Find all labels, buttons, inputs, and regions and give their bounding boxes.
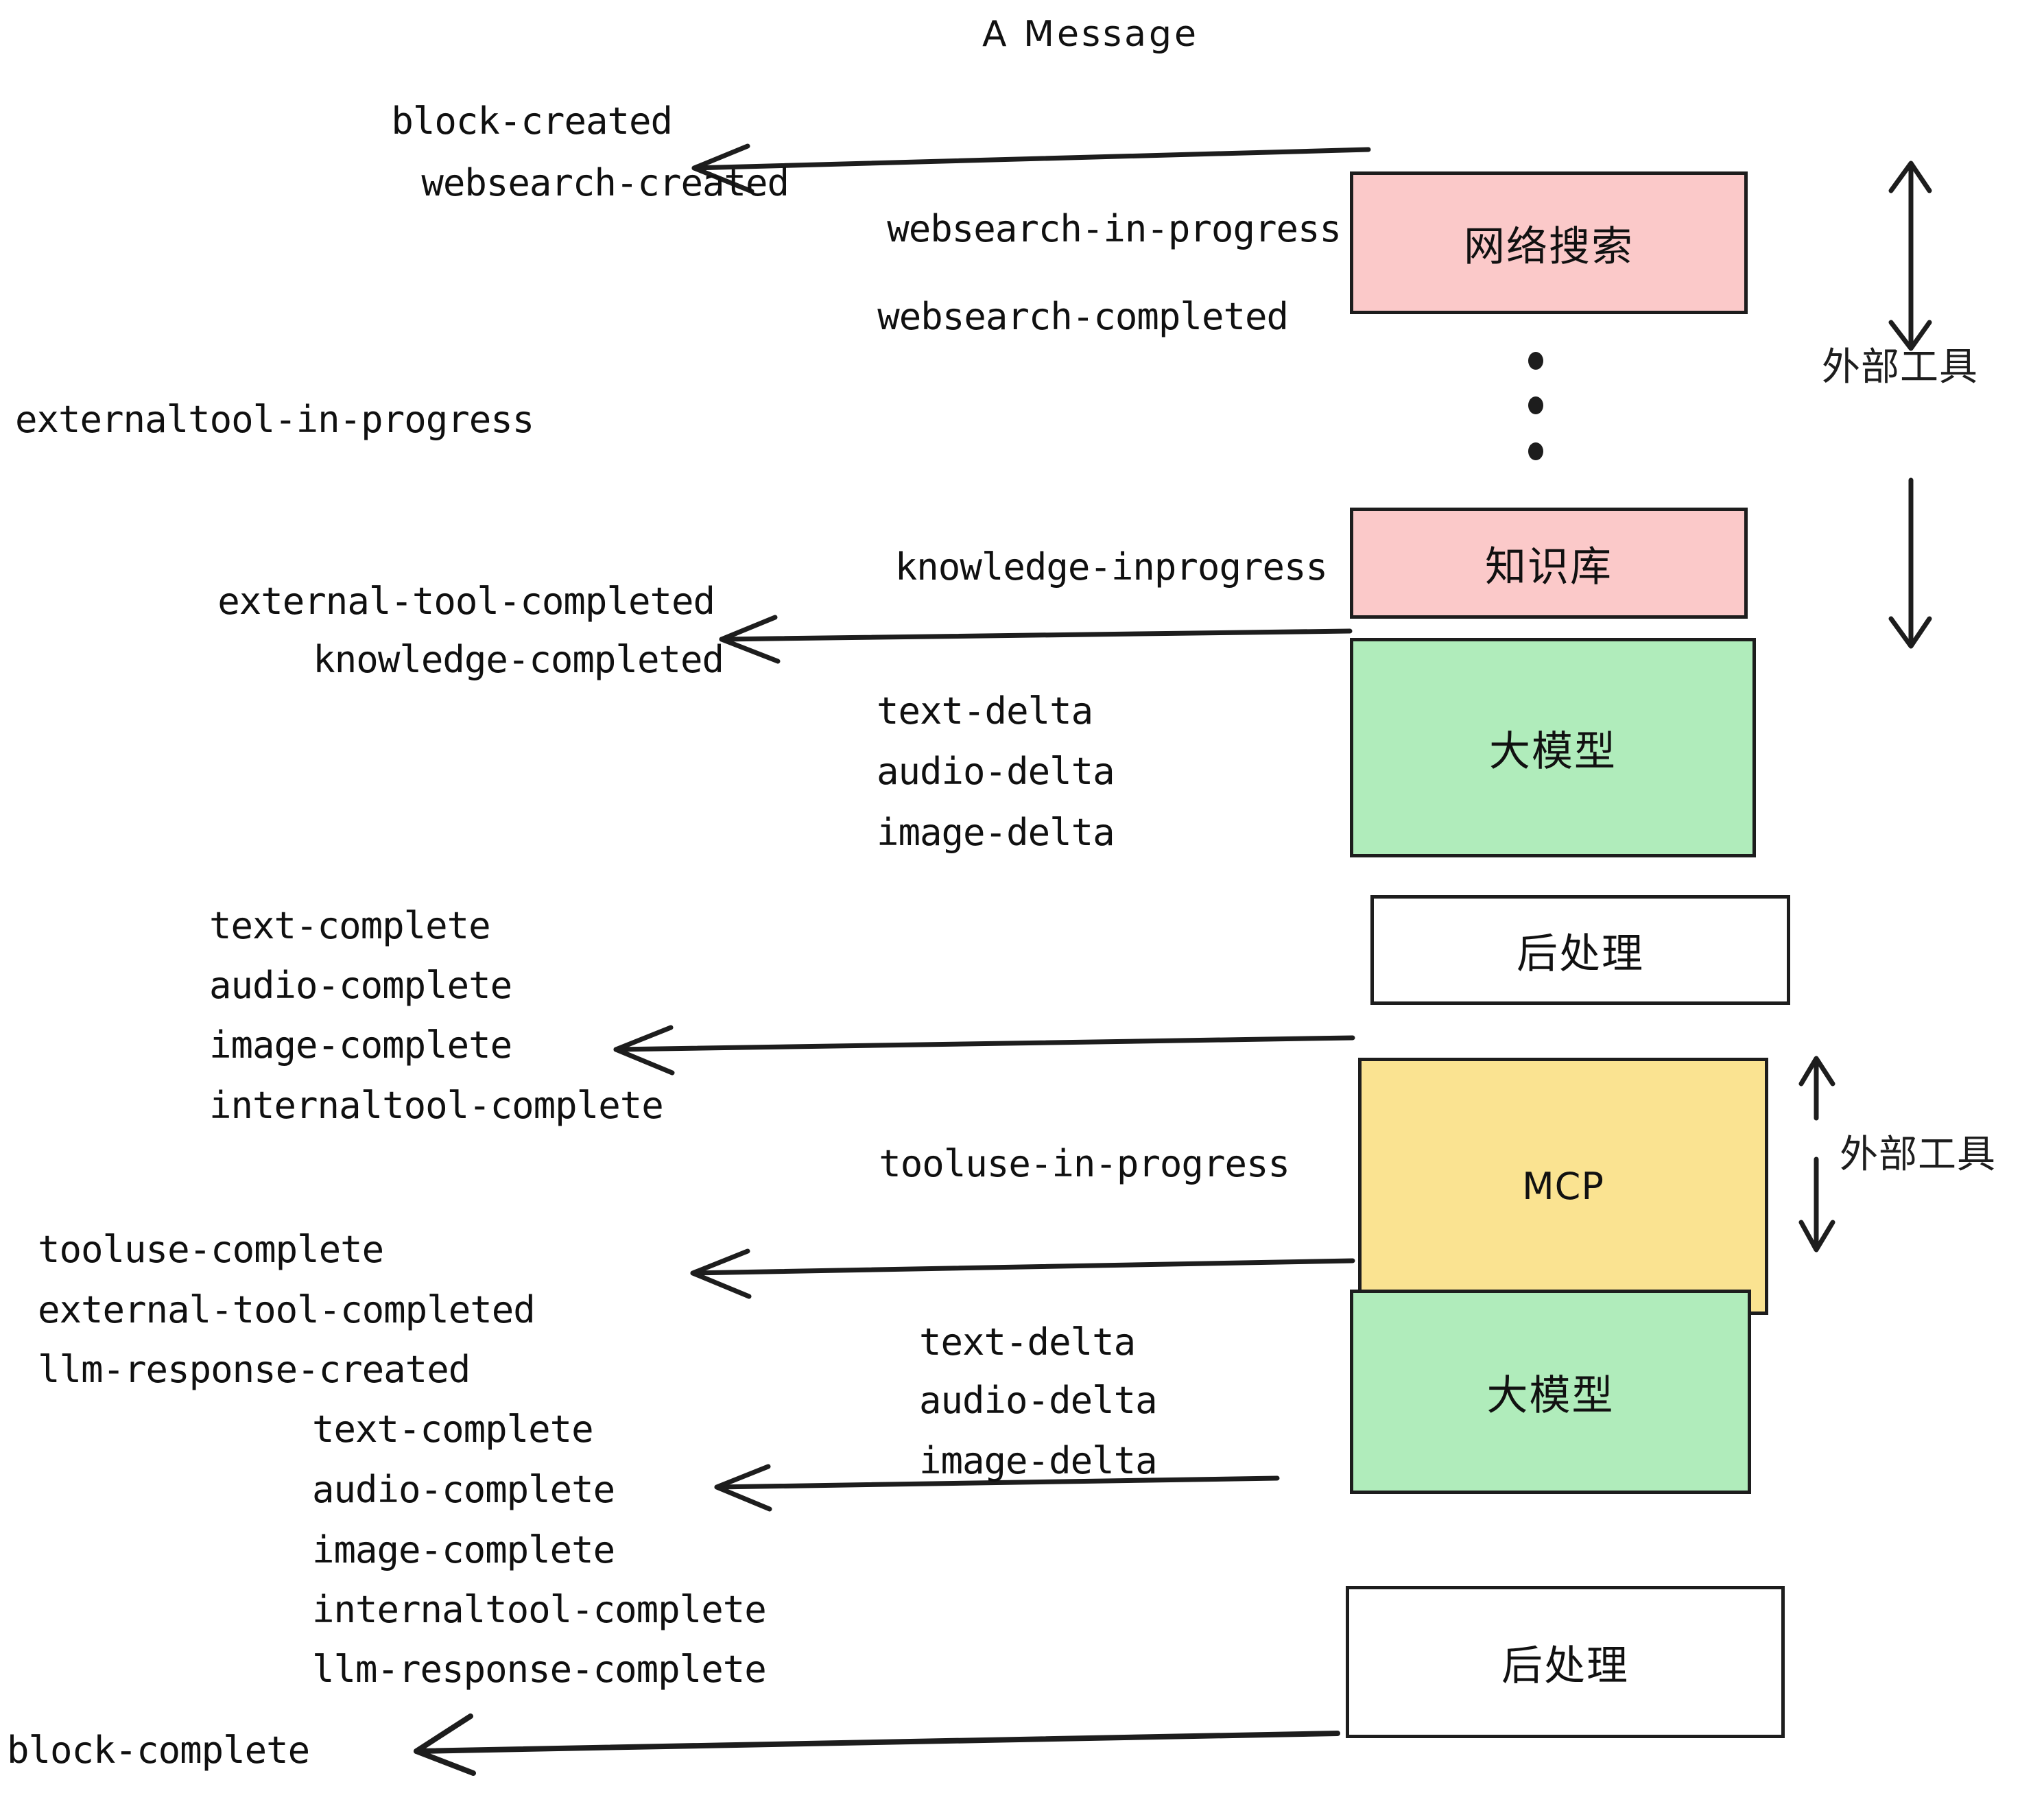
ellipsis-dot-icon — [1528, 442, 1543, 460]
event-websearch-completed: websearch-completed — [877, 295, 1289, 338]
box-mcp[interactable]: MCP — [1358, 1058, 1768, 1315]
event-external-tool-completed-2: external-tool-completed — [38, 1288, 536, 1331]
ellipsis-dot-icon — [1528, 352, 1543, 370]
event-websearch-created: websearch-created — [421, 161, 789, 204]
event-text-complete-2: text-complete — [312, 1408, 594, 1451]
event-knowledge-inprogress: knowledge-inprogress — [894, 545, 1328, 589]
page-title: A Message — [982, 14, 1200, 55]
arrow-postproc-to-image-complete — [613, 1025, 1355, 1076]
event-external-tool-completed-1: external-tool-completed — [217, 580, 715, 623]
ellipsis-dot-icon — [1528, 396, 1543, 414]
box-postprocessing-1[interactable]: 后处理 — [1370, 895, 1790, 1005]
event-image-complete-2: image-complete — [312, 1528, 615, 1571]
arrow-knowledge-to-completed — [719, 615, 1353, 664]
event-internaltool-complete-2: internaltool-complete — [312, 1588, 767, 1631]
event-tooluse-complete: tooluse-complete — [38, 1228, 384, 1271]
event-block-complete: block-complete — [7, 1729, 310, 1772]
external-tools-bottom-arrow — [1798, 1056, 1835, 1253]
event-audio-delta-1: audio-delta — [877, 750, 1115, 793]
box-llm-1-label: 大模型 — [1489, 727, 1617, 776]
side-label-external-tools-bottom: 外部工具 — [1840, 1132, 1996, 1177]
event-websearch-in-progress: websearch-in-progress — [887, 207, 1342, 250]
event-internaltool-complete-1: internaltool-complete — [209, 1084, 664, 1127]
arrow-websearch-to-block — [691, 143, 1371, 194]
external-tools-top-arrow — [1888, 161, 1932, 649]
box-llm-2-label: 大模型 — [1486, 1371, 1615, 1420]
box-llm-2[interactable]: 大模型 — [1350, 1290, 1751, 1494]
box-knowledge-label: 知识库 — [1485, 543, 1613, 591]
box-websearch[interactable]: 网络搜索 — [1350, 171, 1748, 314]
box-llm-1[interactable]: 大模型 — [1350, 638, 1756, 857]
side-label-external-tools-top: 外部工具 — [1822, 345, 1978, 390]
event-llm-response-created: llm-response-created — [38, 1348, 471, 1391]
arrow-postproc2-to-block-complete — [414, 1713, 1340, 1776]
event-knowledge-completed: knowledge-completed — [313, 638, 724, 681]
box-postprocessing-2[interactable]: 后处理 — [1346, 1586, 1785, 1738]
event-text-complete-1: text-complete — [209, 904, 491, 947]
event-llm-response-complete: llm-response-complete — [312, 1648, 767, 1691]
event-block-created: block-created — [391, 99, 673, 143]
event-image-complete-1: image-complete — [209, 1023, 512, 1067]
box-postprocessing-1-label: 后处理 — [1517, 929, 1644, 978]
event-audio-complete-1: audio-complete — [209, 964, 512, 1007]
box-postprocessing-2-label: 后处理 — [1501, 1641, 1629, 1690]
event-text-delta-1: text-delta — [877, 689, 1093, 733]
event-audio-complete-2: audio-complete — [312, 1468, 615, 1511]
event-tooluse-in-progress: tooluse-in-progress — [879, 1142, 1290, 1185]
box-mcp-label: MCP — [1522, 1165, 1604, 1208]
box-knowledge[interactable]: 知识库 — [1350, 508, 1748, 619]
event-text-delta-2: text-delta — [919, 1320, 1136, 1364]
event-image-delta-2: image-delta — [919, 1439, 1158, 1482]
event-audio-delta-2: audio-delta — [919, 1379, 1158, 1422]
event-externaltool-in-progress: externaltool-in-progress — [15, 398, 534, 441]
event-image-delta-1: image-delta — [877, 811, 1115, 854]
arrow-mcp-to-tooluse-complete — [690, 1248, 1355, 1299]
box-websearch-label: 网络搜索 — [1464, 222, 1634, 271]
